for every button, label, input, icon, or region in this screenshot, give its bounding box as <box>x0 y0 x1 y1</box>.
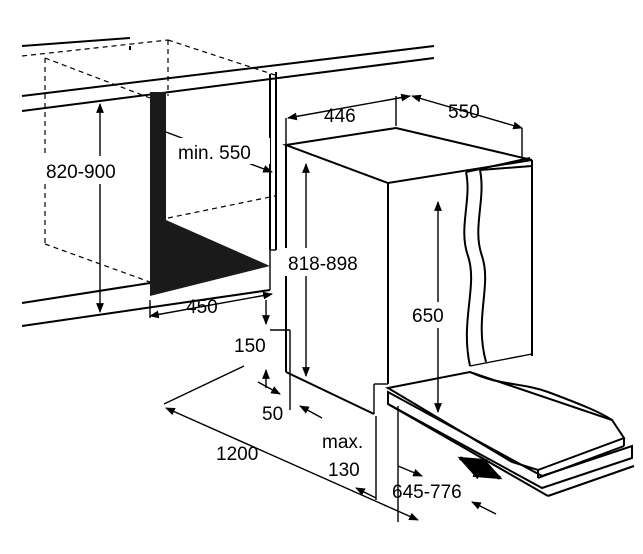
label-appliance-width: 446 <box>324 106 356 127</box>
dimension-labels: 820-900 min. 550 446 550 818-898 450 650… <box>40 102 480 503</box>
dishwasher-open-door <box>385 370 635 497</box>
label-max-value: 130 <box>328 460 360 481</box>
label-appliance-height: 818-898 <box>288 254 358 275</box>
cabinet-side-post <box>269 72 277 290</box>
worktop <box>21 37 435 112</box>
label-door-height: 650 <box>412 306 444 327</box>
label-plinth-depth: 50 <box>262 404 283 425</box>
label-door-range: 645-776 <box>392 482 462 503</box>
niche-outline <box>21 39 276 283</box>
label-min-depth: min. 550 <box>178 143 251 164</box>
niche-side-panel <box>150 92 270 296</box>
label-niche-height: 820-900 <box>46 162 116 183</box>
label-max: max. <box>322 432 363 453</box>
base-line <box>21 282 271 327</box>
label-plinth-height: 150 <box>234 336 266 357</box>
label-niche-width: 450 <box>186 297 218 318</box>
dishwasher-door-panel <box>463 157 533 367</box>
label-door-open-depth: 1200 <box>216 444 258 465</box>
label-appliance-depth: 550 <box>448 102 480 123</box>
